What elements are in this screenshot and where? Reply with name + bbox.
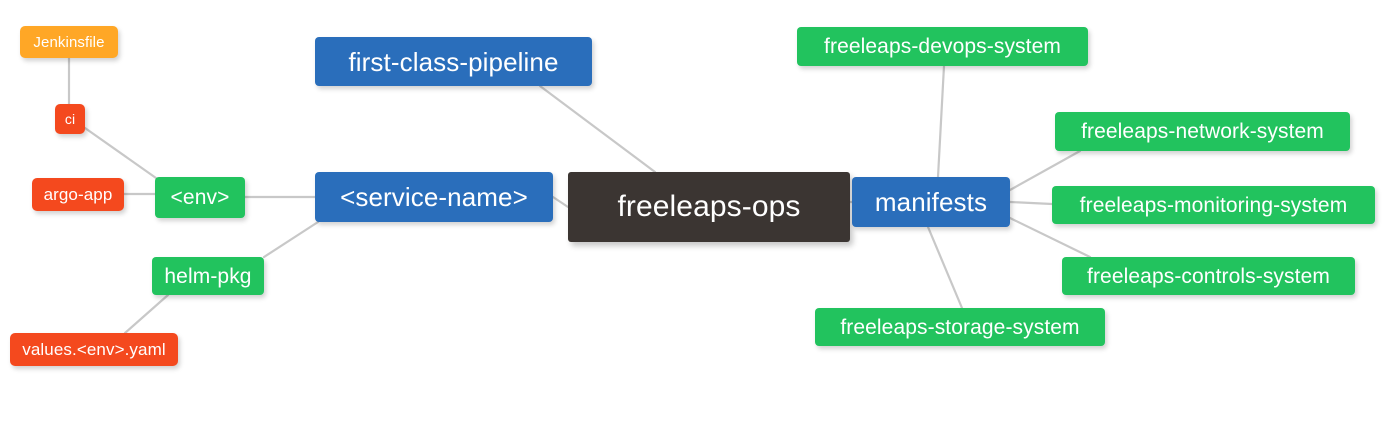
- node-label-env: <env>: [170, 186, 230, 209]
- node-helm-pkg[interactable]: helm-pkg: [152, 257, 264, 295]
- edge-manifests-to-freeleaps-devops-system: [936, 64, 946, 179]
- edge-manifests-to-freeleaps-network-system: [1008, 149, 1082, 192]
- edge-helm-pkg-to-values-env-yaml: [123, 293, 170, 335]
- edge-service-name-to-helm-pkg: [262, 220, 320, 259]
- node-label-values-env-yaml: values.<env>.yaml: [22, 340, 166, 359]
- node-freeleaps-monitoring-system[interactable]: freeleaps-monitoring-system: [1052, 186, 1375, 224]
- node-label-freeleaps-controls-system: freeleaps-controls-system: [1087, 264, 1330, 288]
- node-values-env-yaml[interactable]: values.<env>.yaml: [10, 333, 178, 366]
- node-label-helm-pkg: helm-pkg: [164, 264, 252, 288]
- node-first-class-pipeline[interactable]: first-class-pipeline: [315, 37, 592, 86]
- node-root[interactable]: freeleaps-ops: [568, 172, 850, 242]
- node-label-manifests: manifests: [874, 187, 988, 217]
- node-freeleaps-storage-system[interactable]: freeleaps-storage-system: [815, 308, 1105, 346]
- node-freeleaps-network-system[interactable]: freeleaps-network-system: [1055, 112, 1350, 151]
- node-label-freeleaps-storage-system: freeleaps-storage-system: [840, 315, 1080, 339]
- node-label-freeleaps-monitoring-system: freeleaps-monitoring-system: [1079, 193, 1348, 217]
- node-label-freeleaps-devops-system: freeleaps-devops-system: [824, 35, 1061, 58]
- node-label-ci: ci: [64, 111, 76, 127]
- edge-manifests-to-freeleaps-monitoring-system: [1008, 200, 1054, 206]
- edge-manifests-to-freeleaps-storage-system: [926, 225, 964, 310]
- node-env[interactable]: <env>: [155, 177, 245, 218]
- node-label-freeleaps-network-system: freeleaps-network-system: [1081, 120, 1324, 143]
- node-manifests[interactable]: manifests: [852, 177, 1010, 227]
- edge-root-to-service-name: [551, 195, 570, 209]
- edge-root-to-first-class-pipeline: [538, 84, 657, 174]
- node-freeleaps-devops-system[interactable]: freeleaps-devops-system: [797, 27, 1088, 66]
- node-label-root: freeleaps-ops: [617, 190, 801, 223]
- node-ci[interactable]: ci: [55, 104, 85, 134]
- node-argo-app[interactable]: argo-app: [32, 178, 124, 211]
- node-jenkinsfile[interactable]: Jenkinsfile: [20, 26, 118, 58]
- node-label-first-class-pipeline: first-class-pipeline: [348, 46, 559, 77]
- node-service-name[interactable]: <service-name>: [315, 172, 553, 222]
- node-label-argo-app: argo-app: [43, 185, 113, 204]
- node-label-jenkinsfile: Jenkinsfile: [33, 33, 105, 51]
- node-freeleaps-controls-system[interactable]: freeleaps-controls-system: [1062, 257, 1355, 295]
- edge-env-to-ci: [83, 126, 158, 180]
- node-label-service-name: <service-name>: [340, 182, 528, 212]
